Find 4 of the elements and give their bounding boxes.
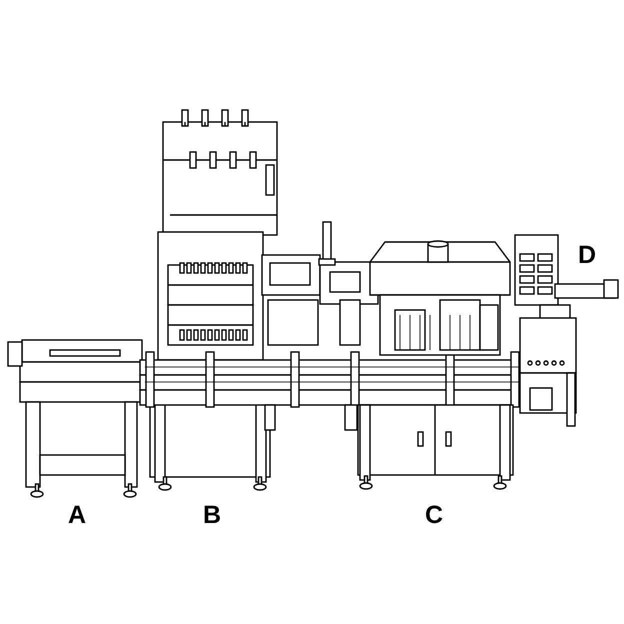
section-letter: D bbox=[578, 243, 596, 268]
section-letter: C bbox=[425, 503, 444, 528]
section-letter: B bbox=[203, 503, 222, 528]
section-letter: A bbox=[68, 503, 86, 528]
